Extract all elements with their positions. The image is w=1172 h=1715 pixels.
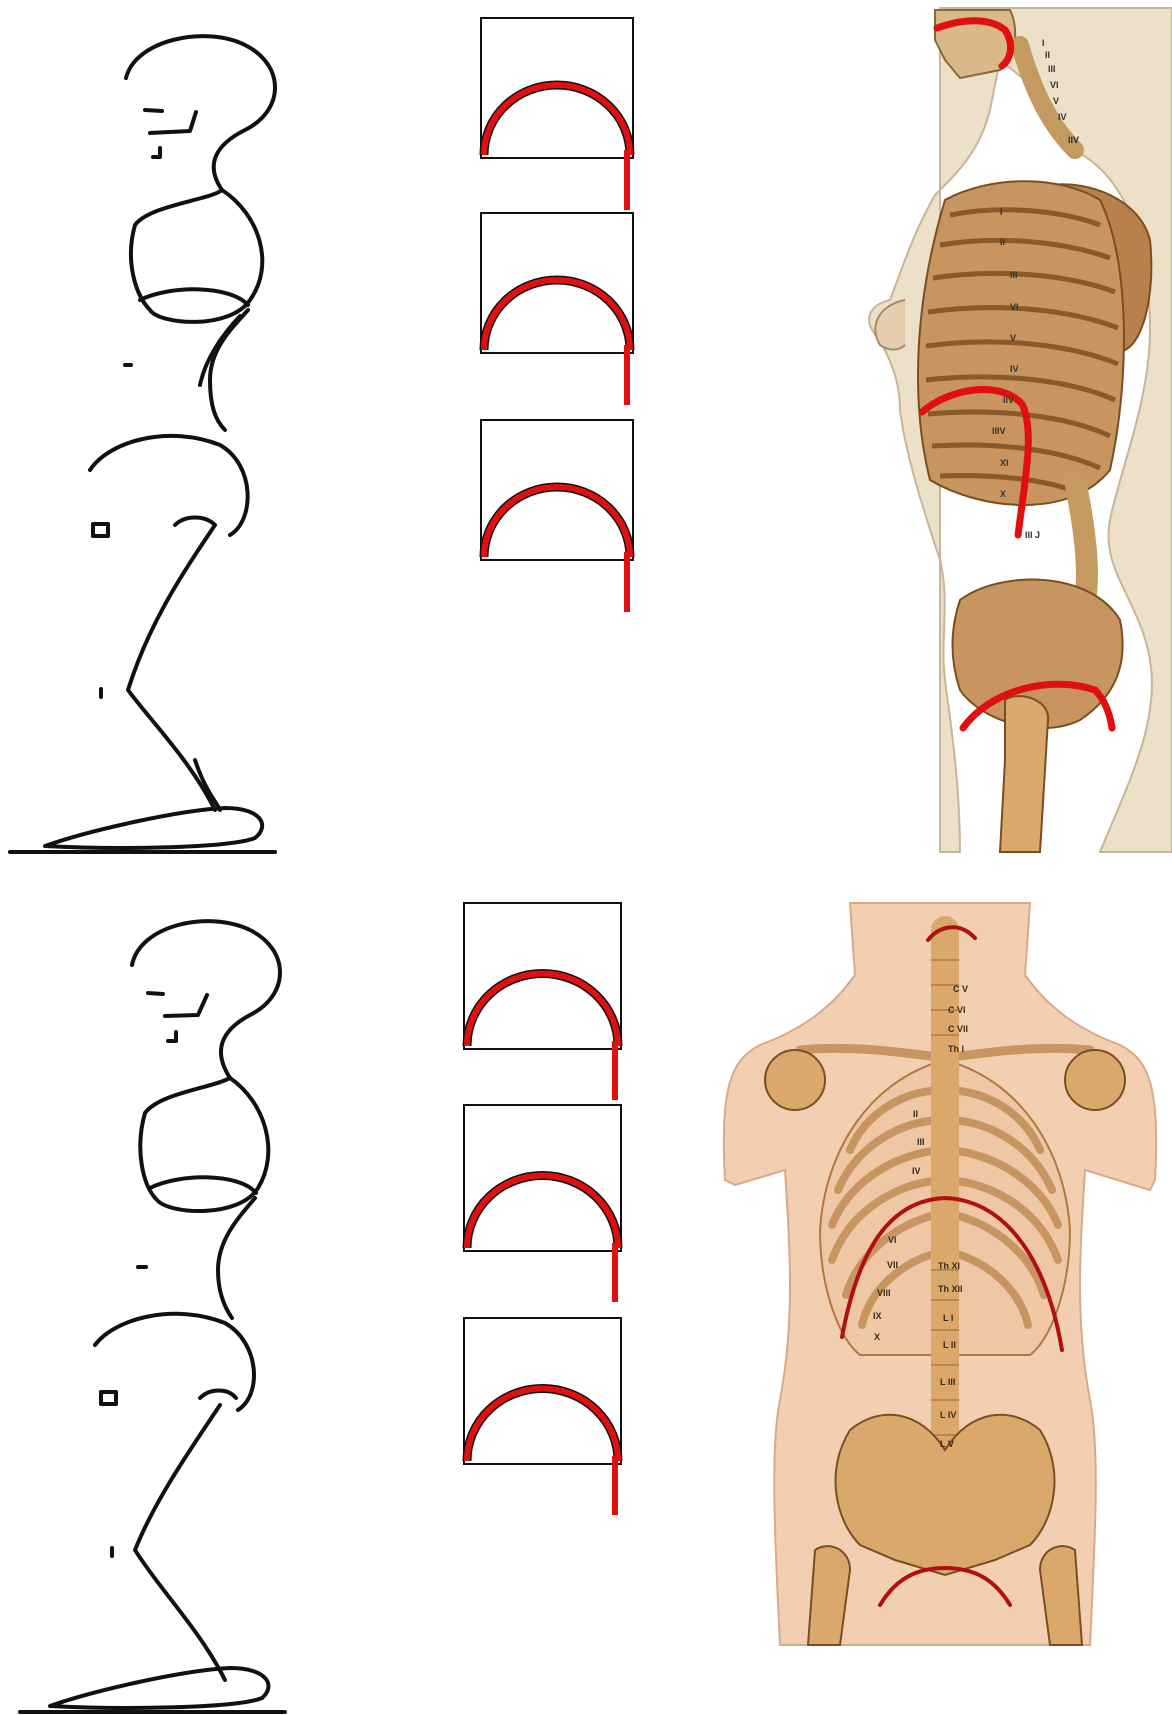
cervical-label: IIV — [1068, 135, 1079, 145]
rib-label: I — [1000, 207, 1003, 217]
arch-boxes-bottom — [464, 903, 621, 1515]
spine-label: L IV — [940, 1410, 956, 1420]
rib-label: VIII — [877, 1288, 891, 1298]
rib-label: IX — [873, 1311, 882, 1321]
spine-label: C VII — [948, 1024, 968, 1034]
arch-boxes-top — [481, 18, 633, 612]
body-sketch-bottom — [20, 921, 285, 1712]
rib-label: IIIV — [992, 426, 1006, 436]
arch-box — [464, 903, 621, 1100]
rib-label: IV — [1010, 364, 1019, 374]
spine-label: C VI — [948, 1005, 966, 1015]
rib-label: V — [1010, 333, 1016, 343]
cervical-label: IV — [1058, 112, 1067, 122]
rib-label: IV — [912, 1166, 921, 1176]
rib-label: VII — [887, 1260, 898, 1270]
rib-label: X — [874, 1332, 880, 1342]
rib-label: VI — [1010, 302, 1019, 312]
arch-box — [481, 213, 633, 405]
rib-label: IIV — [1003, 395, 1014, 405]
arch-box — [481, 18, 633, 210]
cervical-label: III — [1048, 64, 1056, 74]
cervical-label: V — [1053, 96, 1059, 106]
spine-label: L III — [940, 1377, 955, 1387]
arch-box — [464, 1105, 621, 1302]
cervical-label: VI — [1050, 80, 1059, 90]
rib-label: III — [1010, 270, 1018, 280]
cervical-label: II — [1045, 50, 1050, 60]
rib-label: X — [1000, 489, 1006, 499]
spine-label: L II — [943, 1340, 956, 1350]
spine-label: Th I — [948, 1044, 964, 1054]
arch-box — [481, 420, 633, 612]
spine-label: Th XI — [938, 1261, 960, 1271]
skeleton-front-illustration: C V C VI C VII Th I Th XI Th XII L I L I… — [724, 903, 1156, 1645]
rib-label: XI — [1000, 458, 1009, 468]
spine-label: L V — [940, 1439, 954, 1449]
cervical-label: I — [1042, 38, 1045, 48]
rib-label: VI — [888, 1235, 897, 1245]
spine-label: Th XII — [938, 1284, 963, 1294]
body-sketch-top — [10, 36, 275, 852]
arch-box — [464, 1318, 621, 1515]
rib-label: II — [913, 1109, 918, 1119]
spine-label: L I — [943, 1313, 953, 1323]
rib-label: III — [917, 1137, 925, 1147]
lumbar-label: III J — [1025, 530, 1040, 540]
rib-label: II — [1000, 237, 1005, 247]
spine-label: C V — [953, 984, 968, 994]
skeleton-side-illustration: I II III VI V IV IIV I II III VI V IV II… — [869, 8, 1172, 852]
